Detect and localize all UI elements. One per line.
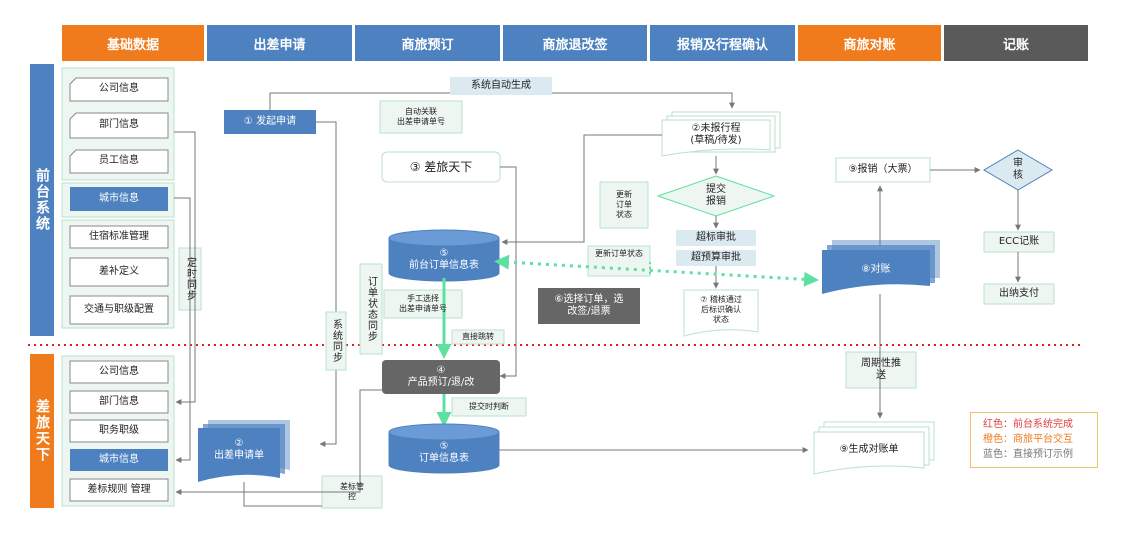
system-sync-label: 系统同步 — [330, 319, 342, 363]
timed-sync-label: 定时同步 — [184, 257, 196, 301]
direct-jump-label: 直接跳转 — [462, 332, 494, 341]
ctrip-department-info: 部门信息 — [99, 395, 139, 407]
system-auto-generate-label: 系统自动生成 — [471, 79, 531, 91]
choose-order-node: ⑥选择订单，选 改签/退票 — [554, 293, 624, 318]
side-bar-ctrip — [30, 354, 54, 508]
basic-company-info: 公司信息 — [99, 83, 139, 95]
cashier-payment-node: 出纳支付 — [999, 287, 1039, 299]
reconcile-node: ⑧对账 — [861, 263, 891, 275]
manual-select-label: 手工选择 出差申请单号 — [399, 294, 447, 313]
ctrip-standard-rules: 差标规则 管理 — [87, 483, 151, 495]
ctrip-platform-node: ③ 差旅天下 — [409, 159, 473, 174]
order-table-node: ⑤ 订单信息表 — [419, 440, 469, 465]
header-reconcile: 商旅对账 — [843, 37, 896, 53]
header-bg-basic — [62, 25, 204, 61]
travel-apply-form-node: ② 出差申请单 — [214, 437, 264, 462]
header-basic-data: 基础数据 — [106, 37, 159, 53]
header-bg-reconcile — [798, 25, 941, 61]
basic-transport-rank: 交通与职级配置 — [84, 303, 154, 315]
over-budget-approval: 超预算审批 — [691, 251, 741, 263]
basic-lodging-standard: 住宿标准管理 — [89, 230, 149, 242]
legend-blue: 蓝色：直接预订示例 — [983, 449, 1073, 460]
order-status-sync-label: 订单状态同步 — [365, 276, 377, 342]
not-reported-node: ②未报行程 (草稿/待发) — [690, 122, 742, 147]
header-accounting: 记账 — [1002, 37, 1029, 53]
header-bg-change — [503, 25, 647, 61]
header-bg-booking — [355, 25, 500, 61]
header-travel-apply: 出差申请 — [253, 37, 306, 53]
reimburse-ticket-node: ⑨报销（大票） — [848, 163, 918, 175]
submit-reimburse-node: 提交 报销 — [706, 183, 726, 208]
generate-statement-node: ⑨生成对账单 — [839, 443, 899, 455]
ctrip-job-rank: 职务职级 — [99, 424, 139, 436]
over-standard-approval: 超标审批 — [696, 231, 736, 243]
side-label-ctrip: 差旅天下 — [34, 399, 50, 463]
periodic-push-label: 周期性推 送 — [861, 357, 901, 382]
legend-red: 红色：前台系统完成 — [983, 419, 1073, 430]
basic-employee-info: 员工信息 — [99, 155, 139, 167]
audit-pass-node: ⑦ 稽核通过 后标识确认 状态 — [700, 295, 742, 324]
header-reimburse: 报销及行程确认 — [676, 37, 768, 53]
basic-city-info: 城市信息 — [99, 192, 139, 204]
start-apply-node: ① 发起申请 — [243, 115, 297, 127]
ecc-accounting-node: ECC记账 — [998, 235, 1040, 247]
side-bar-front — [30, 64, 54, 336]
legend-orange: 橙色：商旅平台交互 — [983, 434, 1073, 445]
header-bg-reimburse — [650, 25, 795, 61]
ctrip-company-info: 公司信息 — [99, 365, 139, 377]
update-order-status2-label: 更新订单状态 — [595, 249, 643, 258]
basic-department-info: 部门信息 — [99, 119, 139, 131]
ctrip-city-info: 城市信息 — [99, 453, 139, 465]
side-label-front: 前台系统 — [34, 168, 50, 232]
update-order-status-label: 更新 订单 状态 — [616, 190, 632, 219]
submit-judge-label: 提交时判断 — [469, 402, 509, 411]
front-order-table-node: ⑤ 前台订单信息表 — [409, 247, 479, 272]
header-change: 商旅退改签 — [542, 37, 608, 53]
standard-control-label: 差标管 控 — [340, 482, 364, 501]
header-bg-accounting — [944, 25, 1088, 61]
legend: 红色：前台系统完成 橙色：商旅平台交互 蓝色：直接预订示例 — [970, 412, 1098, 468]
header-booking: 商旅预订 — [401, 37, 454, 53]
audit-node: 审 核 — [1013, 157, 1023, 182]
basic-allowance-definition: 差补定义 — [99, 265, 139, 277]
header-bg-travel-apply — [207, 25, 352, 61]
auto-link-label: 自动关联 出差申请单号 — [397, 107, 445, 126]
product-booking-node: ④ 产品预订/退/改 — [407, 364, 475, 389]
